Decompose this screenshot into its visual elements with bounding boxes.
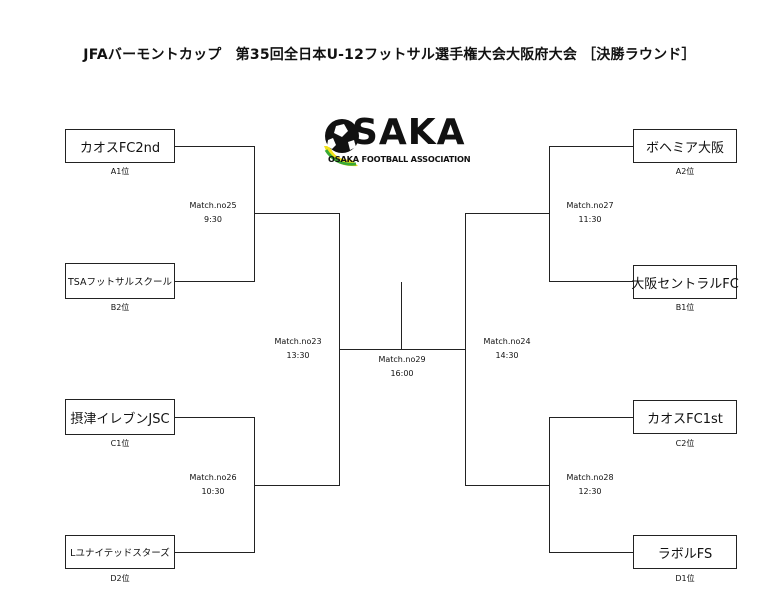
match-number: Match.no24 [483, 337, 531, 346]
logo-subtitle: OSAKA FOOTBALL ASSOCIATION [328, 154, 471, 164]
bracket-line [254, 485, 340, 487]
match-number: Match.no28 [566, 473, 614, 482]
match-time: 11:30 [578, 215, 602, 224]
bracket-line [549, 146, 633, 148]
team-a2-box: ボヘミア大阪 [633, 129, 737, 163]
bracket-line [549, 417, 633, 419]
team-b2-box: TSAフットサルスクール [65, 263, 175, 299]
match-24-label: Match.no24 14:30 [462, 335, 552, 363]
seed-c2-label: C2位 [675, 439, 695, 448]
match-29-label: Match.no29 16:00 [357, 353, 447, 381]
match-number: Match.no23 [274, 337, 322, 346]
bracket-line [465, 213, 550, 215]
match-number: Match.no26 [189, 473, 237, 482]
bracket-line [549, 552, 633, 554]
team-d2-box: Lユナイテッドスターズ [65, 535, 175, 569]
logo-wordmark: SAKA [352, 112, 466, 153]
match-time: 12:30 [578, 487, 602, 496]
match-25-label: Match.no25 9:30 [168, 199, 258, 227]
seed-c1-label: C1位 [110, 439, 130, 448]
seed-b1-label: B1位 [675, 303, 695, 312]
bracket-line [254, 213, 340, 215]
page-title: JFAバーモントカップ 第35回全日本U-12フットサル選手権大会大阪府大会 ［… [83, 47, 696, 63]
match-number: Match.no25 [189, 201, 237, 210]
bracket-line [175, 281, 255, 283]
match-time: 9:30 [204, 215, 222, 224]
seed-d1-label: D1位 [675, 574, 695, 583]
bracket-line [549, 281, 633, 283]
bracket-line [465, 485, 550, 487]
bracket-line [175, 552, 255, 554]
seed-a1-label: A1位 [110, 167, 130, 176]
team-b1-box: 大阪セントラルFC [631, 265, 739, 299]
team-d1-box: ラボルFS [633, 535, 737, 569]
match-23-label: Match.no23 13:30 [253, 335, 343, 363]
bracket-line [465, 213, 467, 486]
team-c2-box: カオスFC1st [633, 400, 737, 434]
match-time: 14:30 [495, 351, 519, 360]
match-time: 16:00 [390, 369, 414, 378]
osaka-fa-logo: SAKA OSAKA FOOTBALL ASSOCIATION [322, 112, 472, 176]
bracket-line [175, 146, 255, 148]
match-28-label: Match.no28 12:30 [545, 471, 635, 499]
soccer-ball-icon [324, 119, 359, 167]
match-number: Match.no29 [378, 355, 426, 364]
team-a1-box: カオスFC2nd [65, 129, 175, 163]
match-time: 10:30 [201, 487, 225, 496]
match-time: 13:30 [286, 351, 310, 360]
team-c1-box: 摂津イレブンJSC [65, 399, 175, 435]
bracket-line [339, 349, 466, 351]
match-number: Match.no27 [566, 201, 614, 210]
bracket-line [175, 417, 255, 419]
match-26-label: Match.no26 10:30 [168, 471, 258, 499]
match-27-label: Match.no27 11:30 [545, 199, 635, 227]
seed-b2-label: B2位 [110, 303, 130, 312]
bracket-line [401, 282, 403, 350]
seed-a2-label: A2位 [675, 167, 695, 176]
seed-d2-label: D2位 [110, 574, 130, 583]
